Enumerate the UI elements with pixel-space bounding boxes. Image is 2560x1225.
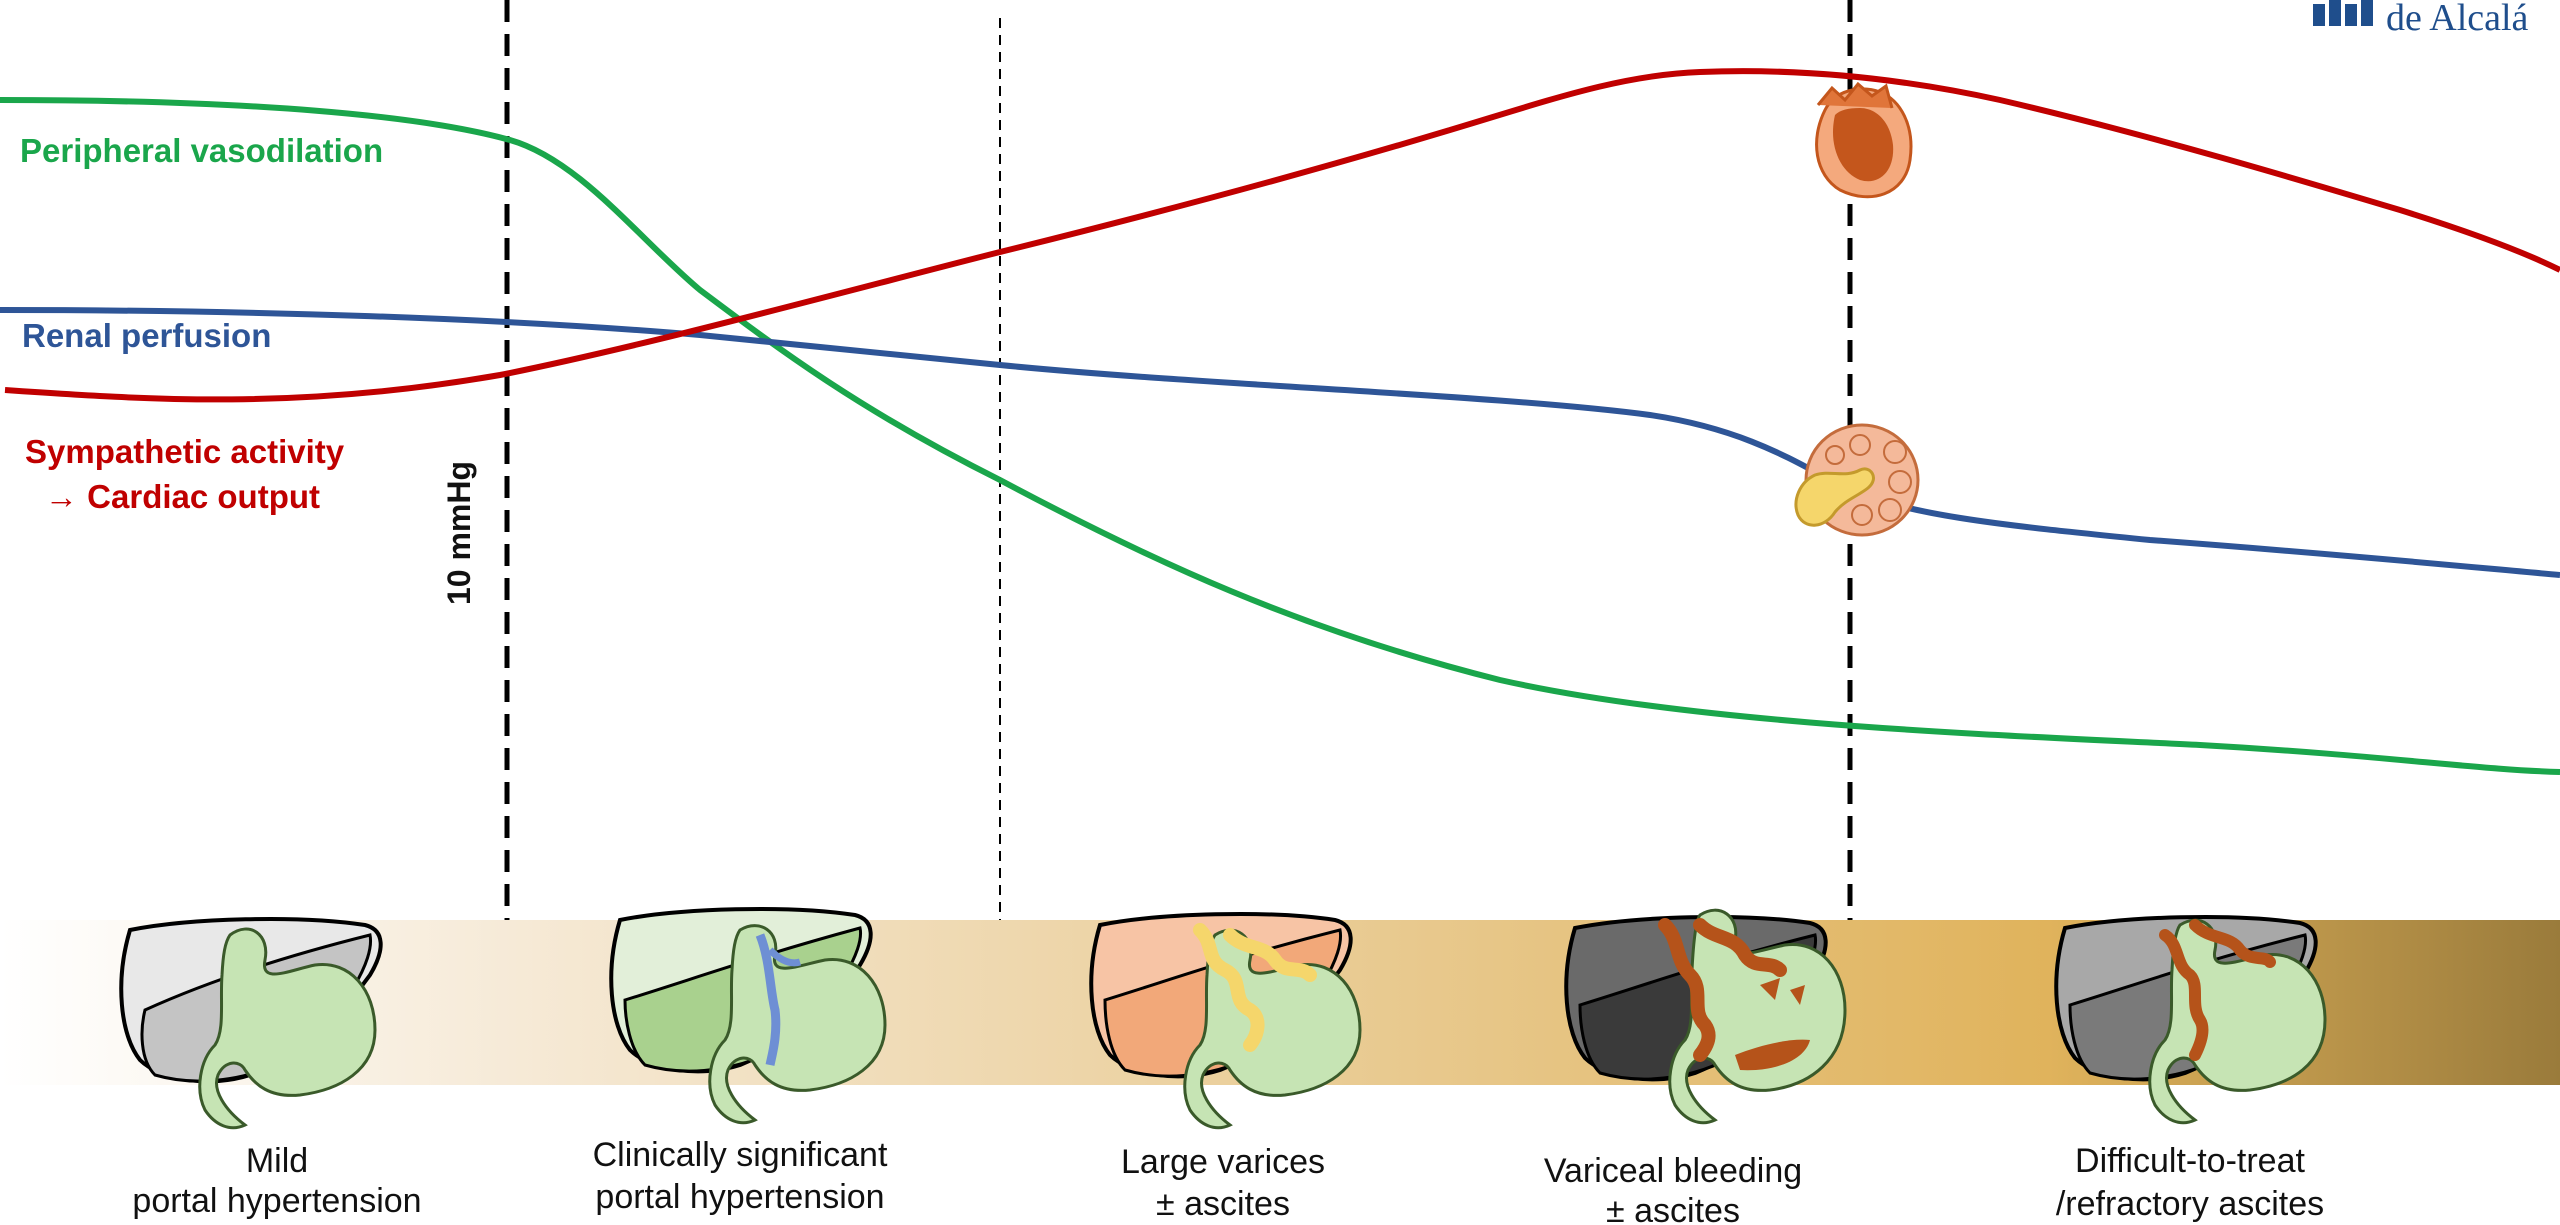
logo-emblem-icon bbox=[2313, 0, 2373, 26]
stage-3-label-line2: ± ascites bbox=[1156, 1185, 1290, 1223]
threshold-label: 10 mmHg bbox=[441, 461, 477, 605]
stage-4-liver-stomach-icon bbox=[1566, 910, 1845, 1123]
stage-2-liver-stomach-icon bbox=[611, 909, 885, 1123]
stage-5-label-line1: Difficult-to-treat bbox=[2075, 1142, 2305, 1180]
renal-perfusion-curve bbox=[0, 310, 2560, 575]
stage-2-label-line1: Clinically significant bbox=[593, 1136, 888, 1174]
heart-icon bbox=[1817, 84, 1911, 197]
stage-5-label-line2: /refractory ascites bbox=[2056, 1185, 2324, 1223]
stage-1-label-line1: Mild bbox=[246, 1142, 308, 1180]
stage-4-label-line1: Variceal bleeding bbox=[1544, 1152, 1802, 1190]
stage-2-label-line2: portal hypertension bbox=[595, 1178, 884, 1216]
logo-text: de Alcalá bbox=[2386, 0, 2529, 39]
stage-3-liver-stomach-icon bbox=[1091, 914, 1360, 1128]
stage-3-label-line1: Large varices bbox=[1121, 1143, 1325, 1181]
stage-labels: Mild portal hypertension Clinically sign… bbox=[132, 1136, 2324, 1225]
stage-1-label-line2: portal hypertension bbox=[132, 1182, 421, 1220]
renal-perfusion-label: Renal perfusion bbox=[22, 317, 271, 354]
vasodilation-curve bbox=[0, 100, 2560, 772]
vasodilation-label: Peripheral vasodilation bbox=[20, 132, 383, 169]
sympathetic-label-line1: Sympathetic activity bbox=[25, 433, 345, 470]
stage-4-label-line2: ± ascites bbox=[1606, 1192, 1740, 1225]
university-logo: de Alcalá bbox=[2313, 0, 2529, 39]
sympathetic-label-line2: → Cardiac output bbox=[45, 478, 320, 515]
stage-5-liver-stomach-icon bbox=[2056, 917, 2325, 1123]
kidney-icon bbox=[1796, 425, 1918, 535]
stage-1-liver-stomach-icon bbox=[121, 919, 380, 1128]
